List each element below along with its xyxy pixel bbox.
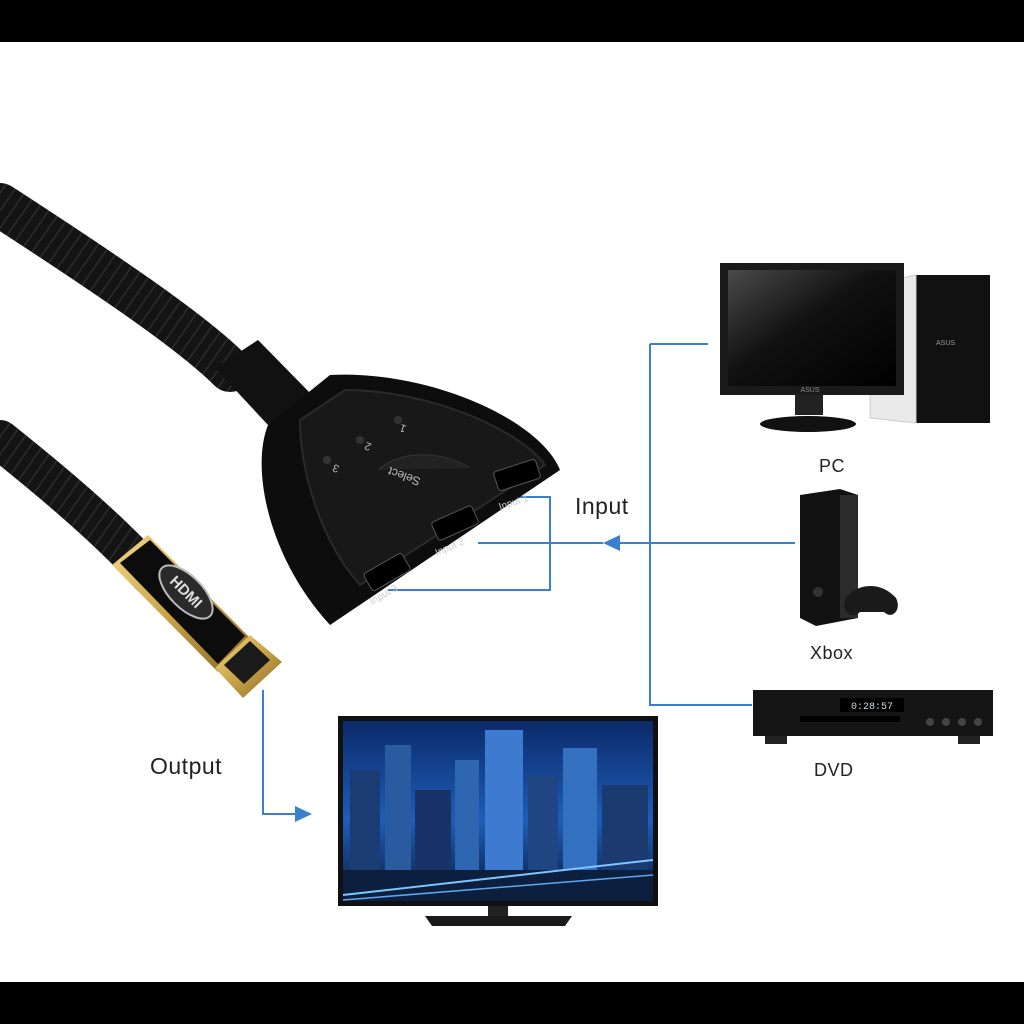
dvd-button bbox=[958, 718, 966, 726]
indicator-1-label: 1 bbox=[398, 421, 408, 434]
dvd-foot bbox=[958, 736, 980, 744]
switch-strain-relief bbox=[215, 340, 312, 425]
pc-label: PC bbox=[819, 456, 846, 476]
pc-tower bbox=[916, 275, 990, 423]
port-bracket-line bbox=[388, 496, 551, 591]
connector-plug-slot bbox=[224, 641, 270, 684]
hdmi-connector: HDMI bbox=[112, 535, 282, 698]
input-label: Input bbox=[575, 493, 629, 519]
dvd-device: 0:28:57 bbox=[753, 690, 993, 744]
input-bus-line bbox=[649, 344, 752, 706]
tv-city-skyline bbox=[342, 730, 654, 901]
dvd-display bbox=[840, 698, 904, 712]
select-button[interactable] bbox=[377, 454, 471, 471]
input-arrow-head bbox=[603, 535, 620, 551]
braided-cables bbox=[0, 183, 252, 595]
tv-device bbox=[338, 716, 658, 926]
tv-stand bbox=[425, 916, 572, 926]
xbox-console-side bbox=[840, 495, 858, 618]
input-1-port bbox=[493, 458, 541, 492]
input-3-port bbox=[363, 552, 411, 592]
hdmi-switch: 1 2 3 Select Input 1 Input 2 Input 3 bbox=[215, 340, 560, 625]
tv-neck bbox=[488, 906, 508, 916]
dvd-disc-tray bbox=[800, 716, 900, 722]
dvd-label: DVD bbox=[814, 760, 854, 780]
indicator-2-led bbox=[356, 436, 364, 444]
dvd-display-readout: 0:28:57 bbox=[851, 702, 893, 713]
hdmi-logo-plate bbox=[158, 564, 214, 620]
xbox-device bbox=[800, 489, 898, 626]
indicator-1-led bbox=[394, 416, 402, 424]
pc-monitor-neck bbox=[795, 395, 823, 415]
pc-monitor-brand: ASUS bbox=[800, 387, 819, 394]
xbox-label: Xbox bbox=[810, 643, 854, 663]
input-cable bbox=[0, 183, 252, 392]
pc-device: ASUS ASUS bbox=[720, 263, 990, 432]
xbox-controller bbox=[844, 586, 898, 616]
pc-tower-brand: ASUS bbox=[936, 340, 955, 347]
output-arrow-head bbox=[295, 806, 312, 822]
xbox-power-button bbox=[813, 587, 823, 597]
indicator-2-label: 2 bbox=[363, 439, 373, 452]
dvd-button bbox=[926, 718, 934, 726]
connection-lines bbox=[262, 343, 795, 822]
input-2-port bbox=[431, 505, 479, 541]
dvd-body bbox=[753, 690, 993, 736]
dvd-foot bbox=[765, 736, 787, 744]
indicator-3-label: 3 bbox=[331, 461, 341, 474]
pc-monitor-screen bbox=[728, 270, 896, 386]
output-label: Output bbox=[150, 753, 223, 779]
dvd-button bbox=[974, 718, 982, 726]
indicator-3-led bbox=[323, 456, 331, 464]
pc-monitor-base bbox=[760, 416, 856, 432]
output-line bbox=[262, 690, 298, 815]
dvd-button bbox=[942, 718, 950, 726]
